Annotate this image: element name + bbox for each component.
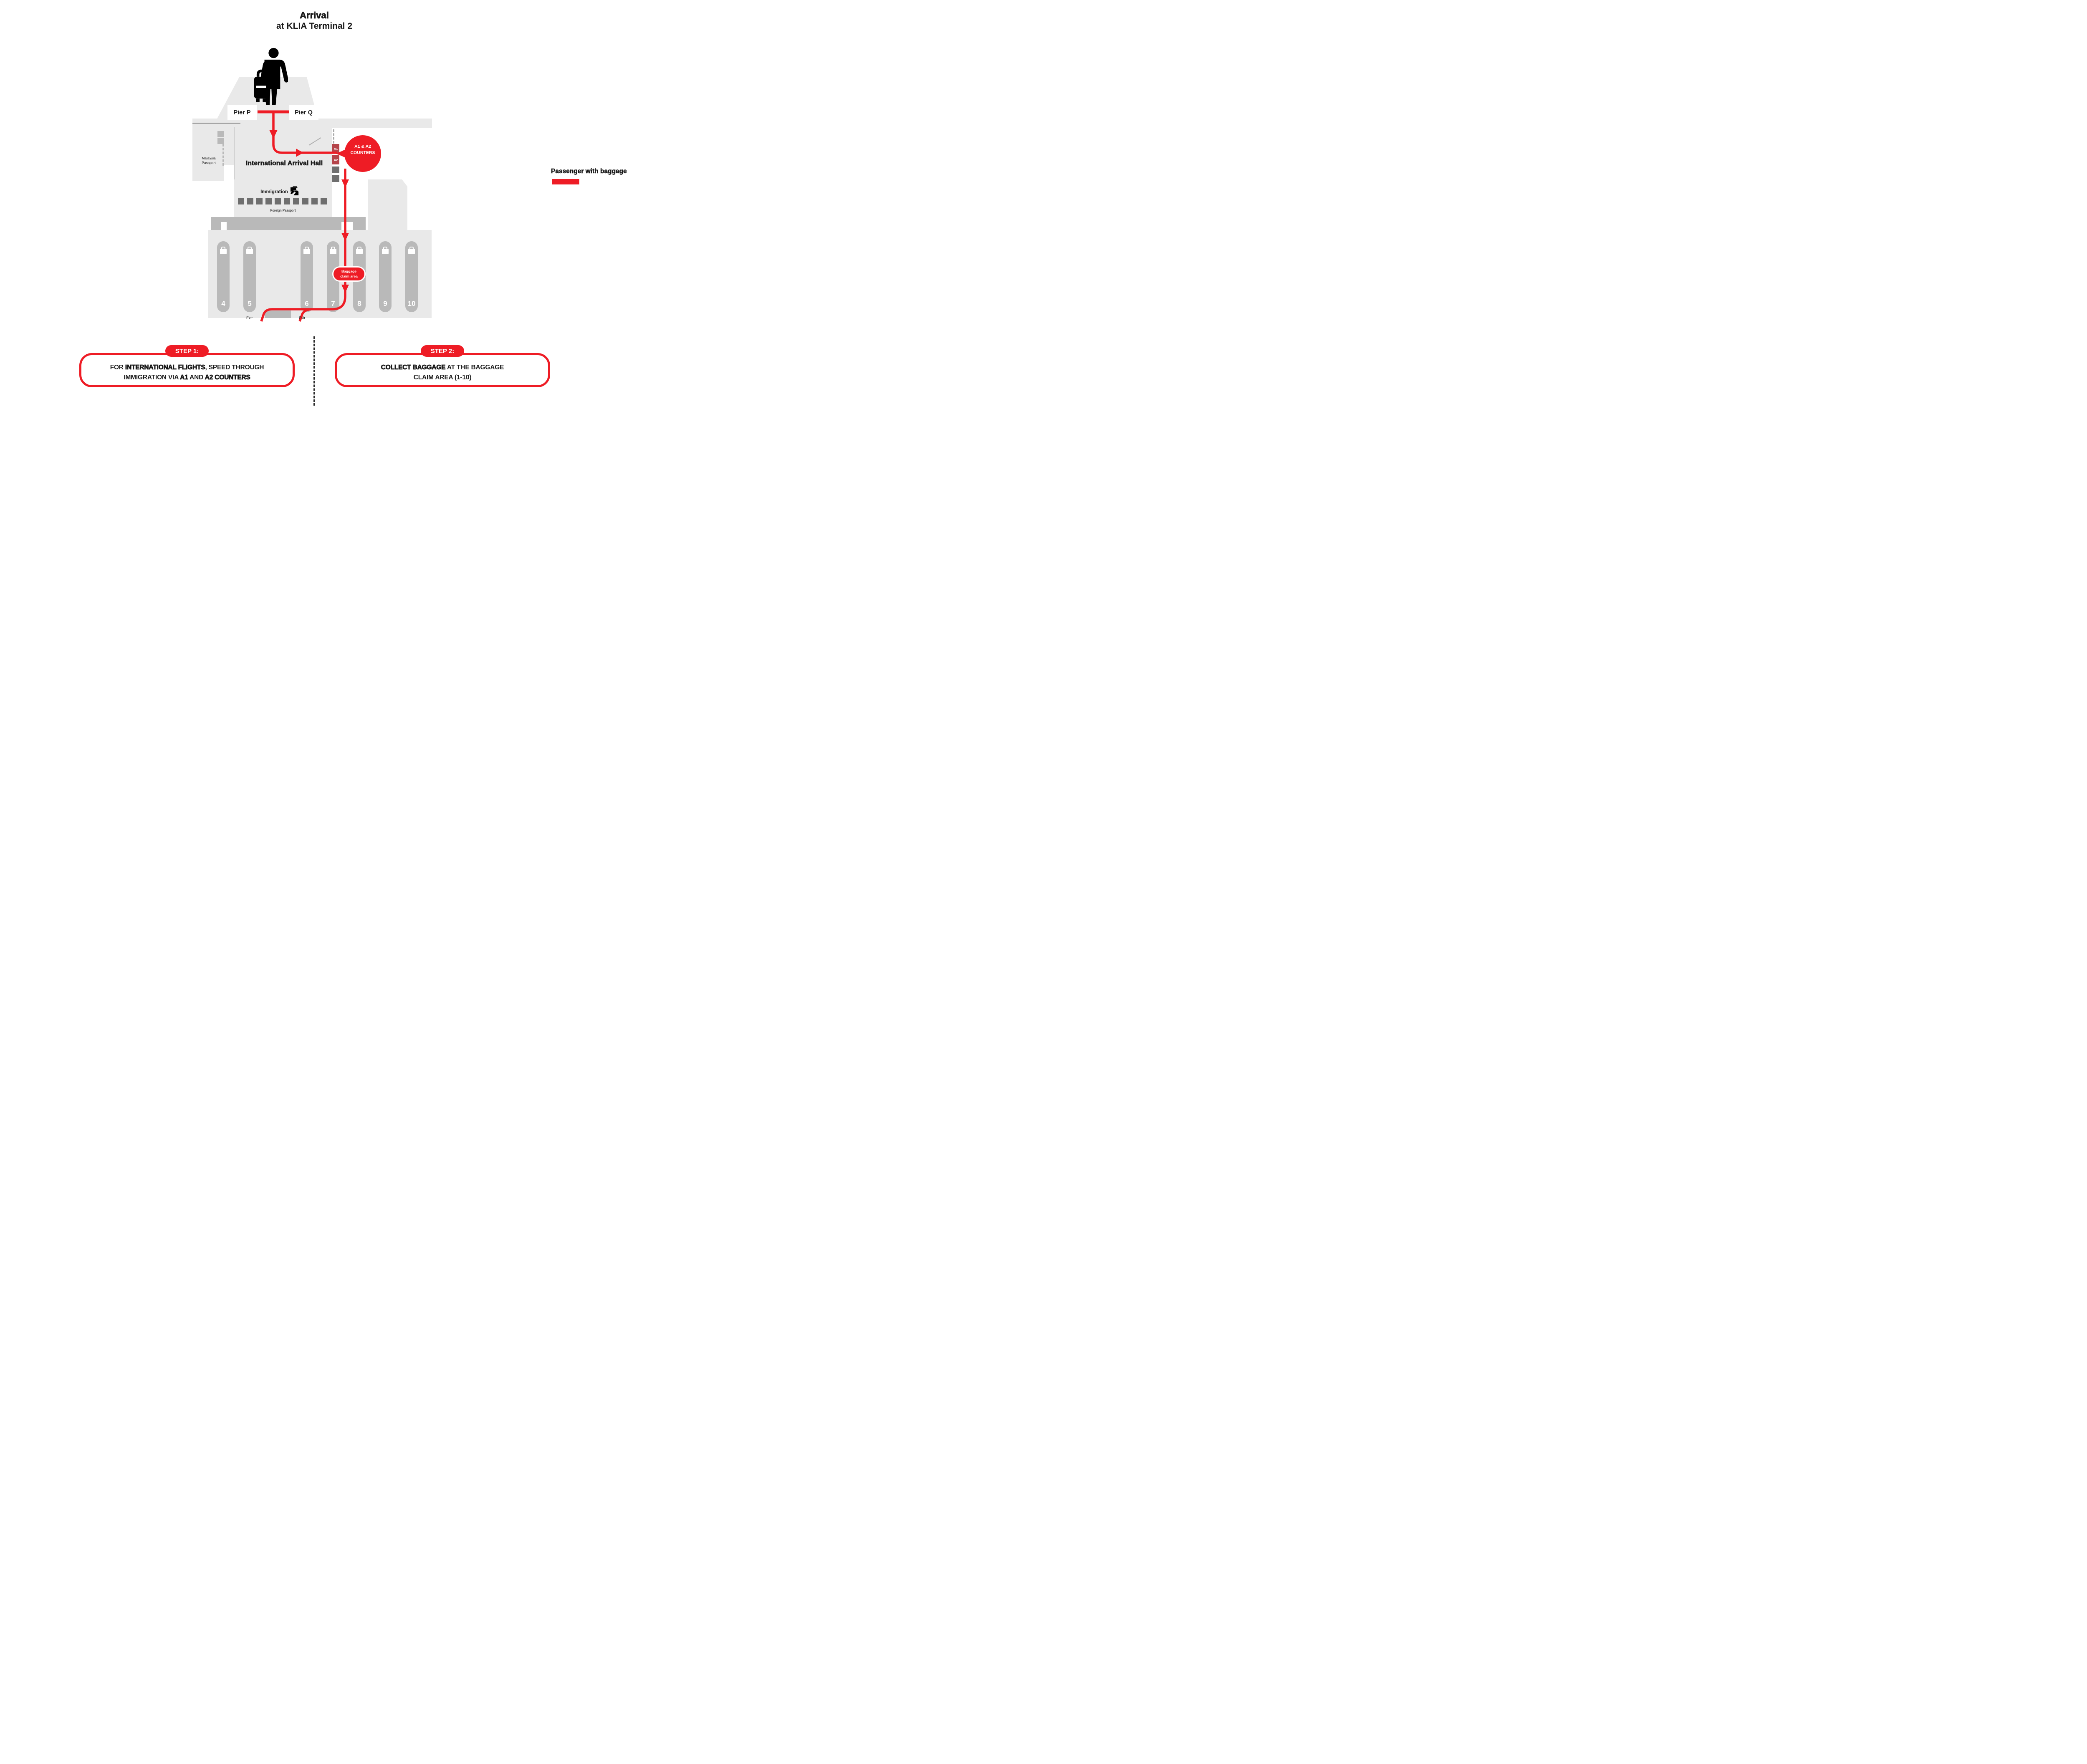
wall-kiosk (217, 131, 224, 137)
legend-route-swatch (552, 179, 579, 184)
counter-a2-box: A2 (332, 155, 339, 164)
suitcase-icon (303, 247, 310, 254)
baggage-hall-floor (208, 230, 432, 318)
wall-kiosk (217, 138, 224, 144)
carousel-5: 5 (243, 241, 256, 312)
step2-box (335, 353, 550, 387)
corridor-wall-segment (353, 222, 366, 230)
foreign-passport-label: Foreign Passport (270, 209, 296, 212)
suitcase-icon (382, 247, 389, 254)
suitcase-icon (246, 247, 253, 254)
corridor-wall-segment (211, 222, 221, 230)
corridor-wall (211, 217, 366, 222)
suitcase-icon (356, 247, 363, 254)
queue-barrier-dashed (333, 129, 334, 144)
wall-line (192, 123, 240, 124)
right-building-block (368, 179, 407, 234)
legend-label: Passenger with baggage (551, 168, 627, 175)
corridor-wall-segment (227, 222, 341, 230)
counters-callout-label: A1 & A2 COUNTERS (350, 144, 375, 156)
infographic-canvas: Arrival at KLIA Terminal 2 Pier P Pier Q… (0, 0, 645, 417)
pier-q-label: Pier Q (289, 105, 318, 120)
step1-text: FOR INTERNATIONAL FLIGHTS, SPEED THROUGH… (110, 364, 264, 381)
exit-label-right: Exit (299, 316, 306, 320)
page-title: Arrival (300, 10, 329, 21)
malaysia-passport-zone (192, 119, 224, 181)
suitcase-icon (220, 247, 227, 254)
page-subtitle: at KLIA Terminal 2 (276, 21, 353, 31)
service-counter-box (332, 175, 339, 182)
baggage-claim-pill: Baggage claim area (332, 266, 366, 282)
step2-text: COLLECT BAGGAGE AT THE BAGGAGE CLAIM ARE… (381, 364, 504, 381)
carousel-10: 10 (405, 241, 418, 312)
hall-left-gap (224, 128, 234, 165)
carousel-9: 9 (379, 241, 392, 312)
hall-left-wall (234, 127, 235, 179)
carousel-6: 6 (301, 241, 313, 312)
counter-a1-box: A1 (332, 144, 339, 153)
carousel-4: 4 (217, 241, 230, 312)
route-arrow-down-icon (341, 179, 349, 188)
suitcase-icon (408, 247, 415, 254)
immigration-officer-icon (291, 186, 299, 196)
step1-badge: STEP 1: (165, 345, 209, 357)
service-counter-box (332, 167, 339, 173)
queue-barrier-dashed (222, 144, 224, 166)
immigration-counters-row (238, 198, 327, 204)
step2-badge: STEP 2: (421, 345, 464, 357)
pier-p-label: Pier P (227, 105, 257, 120)
exit-door-block (265, 310, 291, 318)
malaysia-passport-label: Malaysia Passport (202, 156, 216, 165)
hall-title: International Arrival Hall (245, 160, 323, 167)
suitcase-icon (330, 247, 336, 254)
passenger-with-suitcase-icon (254, 48, 288, 105)
steps-divider (313, 336, 315, 406)
exit-label-left: Exit (246, 316, 253, 320)
